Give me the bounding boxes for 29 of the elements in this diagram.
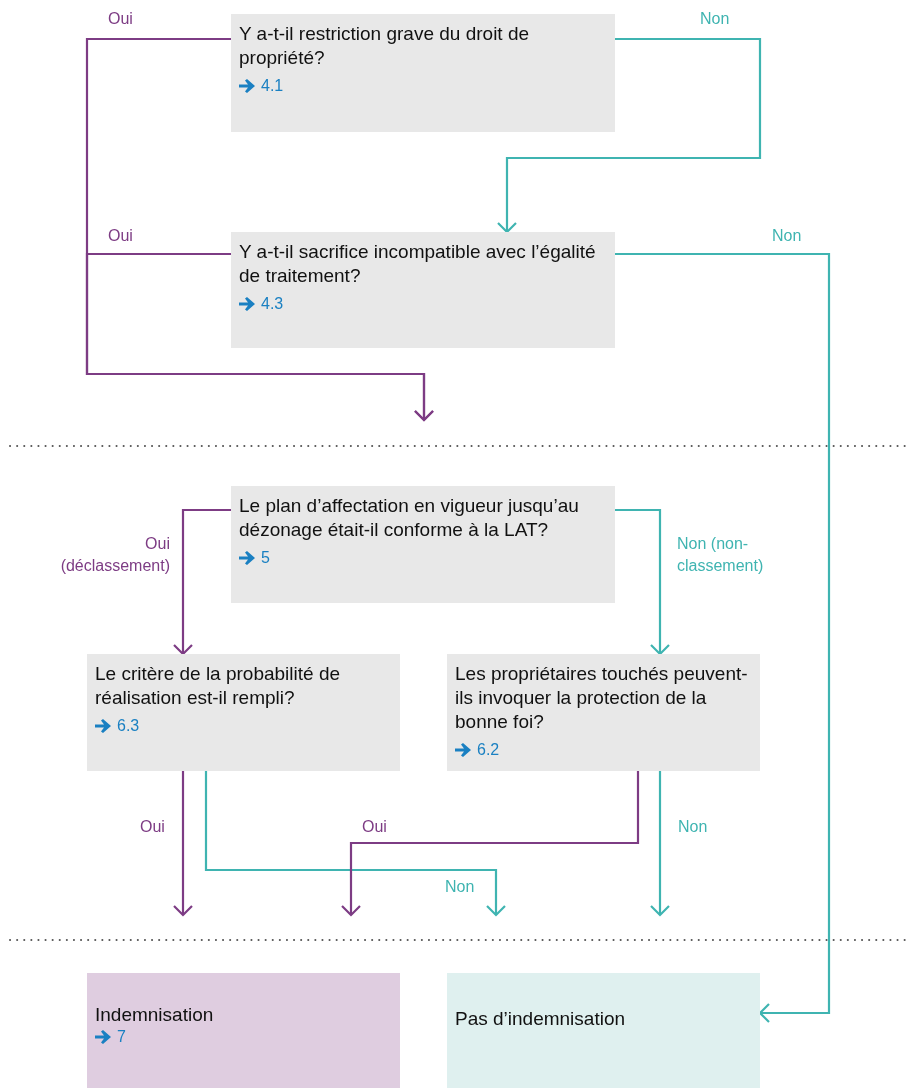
question-text: Le plan d’affectation en vigueur jusqu’au dézonage était-il conforme à la LAT? bbox=[239, 494, 580, 542]
question-text: Les propriétaires touchés peuvent-ils invoquer la protection de la bonne foi? bbox=[455, 662, 749, 734]
section-reference: 4.1 bbox=[261, 76, 284, 96]
arrow bbox=[172, 771, 194, 917]
section-reference: 6.2 bbox=[477, 740, 500, 760]
decision-box bbox=[87, 654, 400, 771]
section-reference: 5 bbox=[261, 548, 270, 568]
result-box bbox=[447, 973, 760, 1088]
arrow bbox=[615, 252, 831, 1024]
arrow bbox=[340, 771, 640, 917]
question-text: Le critère de la probabilité de réalisation est-il rempli? bbox=[95, 662, 342, 710]
result-text: Pas d’indemnisation bbox=[455, 1007, 627, 1031]
question-text: Y a-t-il restriction grave du droit de propriété? bbox=[239, 22, 531, 70]
arrow bbox=[172, 508, 231, 656]
decision-box bbox=[231, 232, 615, 348]
arrow bbox=[496, 37, 762, 234]
section-reference: 4.3 bbox=[261, 294, 284, 314]
arrow bbox=[615, 508, 671, 656]
arrow bbox=[649, 771, 671, 917]
result-text: Indemnisation bbox=[95, 1003, 215, 1027]
result-box bbox=[87, 973, 400, 1088]
decision-box bbox=[231, 14, 615, 132]
arrow bbox=[204, 771, 507, 917]
question-text: Y a-t-il sacrifice incompatible avec l’égalité de traitement? bbox=[239, 240, 597, 288]
section-reference: 7 bbox=[117, 1027, 126, 1047]
section-reference: 6.3 bbox=[117, 716, 140, 736]
arrow bbox=[85, 252, 435, 422]
decision-box bbox=[231, 486, 615, 603]
decision-box bbox=[447, 654, 760, 771]
